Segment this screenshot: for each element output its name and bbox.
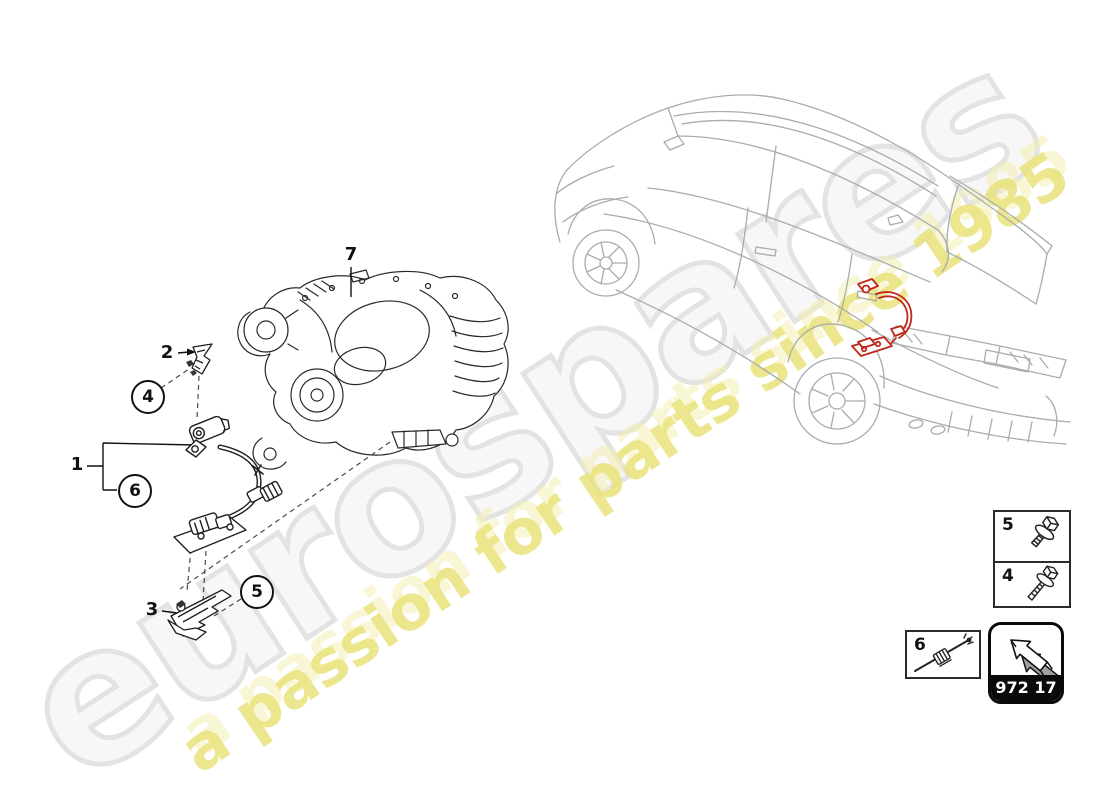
callout-2: 2 (160, 342, 174, 363)
car-line-art (554, 94, 1071, 445)
leader-lines (87, 267, 352, 614)
callout-4-circle: 4 (131, 380, 165, 414)
legend-fastener-box: 5 4 (993, 510, 1071, 608)
bracket-3-drawing (167, 589, 232, 641)
callout-7: 7 (344, 244, 358, 265)
bracket-2-drawing (186, 343, 213, 376)
legend-item-4: 4 (995, 561, 1069, 610)
red-highlight-harness (851, 278, 913, 357)
part-group-code: 972 17 (991, 675, 1061, 701)
legend-item-5-label: 5 (1002, 515, 1014, 535)
legend-item-6: 6 (905, 630, 981, 679)
legend-item-5: 5 (995, 512, 1069, 561)
callout-5-circle: 5 (240, 575, 274, 609)
differential-drawing (237, 269, 509, 470)
callout-1: 1 (70, 454, 84, 475)
cable-tie-icon (914, 633, 974, 672)
part-group-nav-plate[interactable]: 972 17 (988, 622, 1064, 704)
callout-3: 3 (145, 599, 159, 620)
dashed-leader-lines (160, 368, 391, 617)
harness-part-1-drawing (173, 415, 283, 554)
callout-6-circle: 6 (118, 474, 152, 508)
legend-item-6-label: 6 (914, 635, 926, 655)
arrow-up-left-icon (1010, 639, 1059, 678)
flange-bolt-long-icon (1027, 565, 1059, 601)
legend-item-4-label: 4 (1002, 566, 1014, 586)
flange-bolt-icon (1030, 516, 1060, 548)
